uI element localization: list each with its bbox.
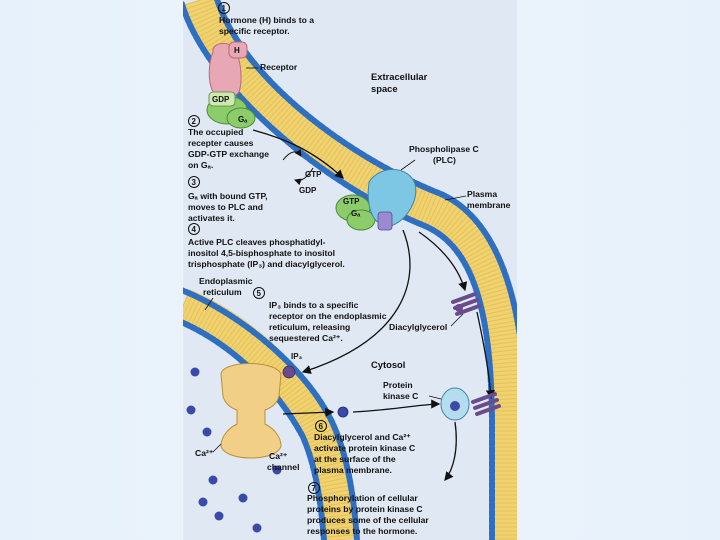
step-5-line-4: sequestered Ca²⁺.	[269, 333, 343, 343]
ca-ion-released	[337, 406, 349, 418]
diacylglycerol-molecule	[451, 292, 481, 316]
plc-label-1: Phospholipase C	[409, 144, 479, 154]
ca-channel-label-2: channel	[267, 462, 299, 472]
er-label-1: Endoplasmic	[199, 276, 253, 286]
protein-kinase-c	[440, 387, 501, 421]
step-6-line-1: Diacylglycerol and Ca²⁺	[314, 432, 411, 442]
hormone-molecule: H	[228, 41, 248, 59]
gdp-released-label: GDP	[299, 186, 317, 195]
diagram-svg: H Receptor Extracellular space GDP Gₐ 1 …	[183, 0, 517, 540]
step-4: 4 Active PLC cleaves phosphatidyl- inosi…	[188, 223, 345, 269]
step-3: 3 Gₐ with bound GTP, moves to PLC and ac…	[188, 176, 267, 223]
step-6: 6 Diacylglycerol and Ca²⁺ activate prote…	[314, 420, 415, 475]
ca-channel-label-1: Ca²⁺	[269, 451, 288, 461]
ca-ion-label: Ca²⁺	[195, 448, 214, 458]
step-7-line-1: Phosphorylation of cellular	[307, 493, 418, 503]
step-5: 5 IP₃ binds to a specific receptor on th…	[253, 287, 387, 343]
step-4-line-2: inositol 4,5-bisphosphate to inositol	[188, 248, 335, 258]
step-6-line-2: activate protein kinase C	[314, 443, 415, 453]
step-1-line-2: specific receptor.	[219, 26, 290, 36]
step-5-line-2: receptor on the endoplasmic	[269, 311, 387, 321]
g-alpha-label: Gₐ	[238, 115, 247, 124]
step-5-number: 5	[257, 289, 262, 298]
step-3-line-3: activates it.	[188, 213, 235, 223]
hormone-label: H	[234, 46, 240, 55]
er-label-2: reticulum	[203, 287, 242, 297]
step-5-line-1: IP₃ binds to a specific	[269, 300, 359, 310]
step-1: 1 Hormone (H) binds to a specific recept…	[218, 2, 314, 36]
g-alpha-bound-label: Gₐ	[351, 209, 360, 218]
step-7-line-3: produces some of the cellular	[307, 515, 429, 525]
step-2-line-3: GDP-GTP exchange	[188, 149, 269, 159]
step-2-line-1: The occupied	[188, 127, 243, 137]
step-4-line-3: trisphosphate (IP₃) and diacylglycerol.	[188, 259, 345, 269]
plc-label-2: (PLC)	[433, 155, 456, 165]
plasma-membrane-label-1: Plasma	[467, 189, 497, 199]
step-7-line-4: responses to the hormone.	[307, 526, 417, 536]
step-7-number: 7	[312, 484, 317, 493]
g-protein-gdp: GDP Gₐ	[206, 91, 256, 129]
extracellular-label-1: Extracellular	[371, 71, 428, 82]
receptor-label: Receptor	[260, 62, 298, 72]
ca-channel-protein	[220, 363, 282, 459]
step-6-number: 6	[319, 422, 324, 431]
gtp-bound-label: GTP	[343, 197, 360, 206]
step-3-number: 3	[192, 178, 197, 187]
step-1-line-1: Hormone (H) binds to a	[219, 15, 314, 25]
step-2-line-4: on Gₐ.	[188, 160, 213, 170]
step-4-number: 4	[192, 225, 197, 234]
step-2-line-2: recepter causes	[188, 138, 254, 148]
pkc-label-1: Protein	[383, 380, 413, 390]
cytosol-label: Cytosol	[371, 359, 405, 370]
step-5-line-3: reticulum, releasing	[269, 322, 350, 332]
diacylglycerol-label: Diacylglycerol	[389, 322, 447, 332]
er-membrane	[183, 287, 360, 540]
step-3-line-1: Gₐ with bound GTP,	[188, 191, 267, 201]
gdp-top-label: GDP	[212, 95, 230, 104]
gtp-exchange-label: GTP	[305, 170, 322, 179]
step-2-number: 2	[192, 117, 197, 126]
step-3-line-2: moves to PLC and	[188, 202, 263, 212]
plasma-membrane-label-2: membrane	[467, 200, 511, 210]
step-7-line-2: proteins by protein kinase C	[307, 504, 423, 514]
step-2: 2 The occupied recepter causes GDP-GTP e…	[188, 115, 269, 170]
plc-enzyme	[367, 169, 417, 231]
ip3-label: IP₃	[291, 352, 303, 361]
signaling-diagram: H Receptor Extracellular space GDP Gₐ 1 …	[183, 0, 517, 540]
step-4-line-1: Active PLC cleaves phosphatidyl-	[188, 237, 326, 247]
ip3-molecule	[282, 365, 296, 379]
pkc-label-2: kinase C	[383, 391, 418, 401]
extracellular-label-2: space	[371, 83, 398, 94]
step-7: 7 Phosphorylation of cellular proteins b…	[307, 482, 429, 536]
step-6-line-4: plasma membrane.	[314, 465, 392, 475]
ca-ions-er	[186, 367, 282, 533]
step-1-number: 1	[222, 4, 227, 13]
step-6-line-3: at the surface of the	[314, 454, 396, 464]
